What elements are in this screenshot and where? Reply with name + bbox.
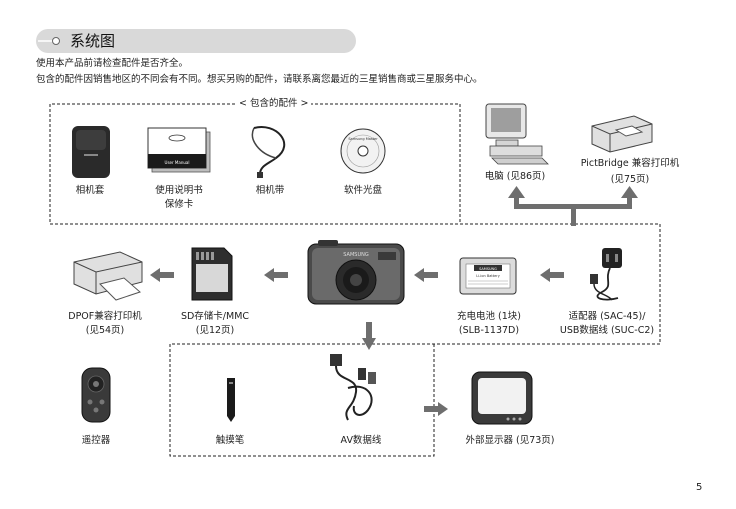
arrow-left-1 [150, 268, 174, 282]
remote-label: 遥控器 [81, 435, 111, 446]
arrow-left-2 [264, 268, 288, 282]
strap-label: 相机带 [255, 185, 285, 196]
battery-label-2: (SLB-1137D) [458, 325, 520, 336]
pc-label: 电脑 (见86页) [484, 171, 546, 182]
camera-brand: SAMSUNG [343, 252, 369, 258]
monitor-icon [471, 371, 533, 425]
pictbridge-label: PictBridge 兼容打印机 [580, 158, 680, 169]
page-number: 5 [696, 482, 703, 493]
manual-cover-text: User Manual [165, 160, 190, 165]
battery-label: 充电电池 (1块) [457, 311, 521, 322]
sd-label: SD存储卡/MMC [180, 311, 250, 322]
arrow-left-3 [414, 268, 438, 282]
adapter-icon [590, 248, 622, 301]
av-label: AV数据线 [340, 435, 382, 446]
cd-text: Samsung Master [348, 137, 378, 141]
manual-icon: User Manual [147, 127, 211, 173]
remote-icon [81, 367, 111, 423]
dpof-printer-icon [73, 251, 143, 301]
case-label: 相机套 [75, 185, 105, 196]
included-label: < 包含的配件 > [236, 97, 312, 111]
adapter-label-2: USB数据线 (SUC-C2) [559, 325, 655, 336]
arrow-right [424, 402, 448, 416]
warranty-label: 保修卡 [164, 199, 194, 210]
monitor-label: 外部显示器 (见73页) [465, 435, 555, 446]
sd-card-icon [191, 247, 233, 301]
dpof-label-2: (见54页) [85, 325, 125, 336]
stylus-icon [227, 378, 235, 422]
arrow-down [362, 322, 376, 350]
dpof-label: DPOF兼容打印机 [68, 311, 142, 322]
pictbridge-printer-icon [591, 115, 653, 153]
pictbridge-label-2: (见75页) [610, 174, 650, 185]
intro-line-2: 包含的配件因销售地区的不同会有不同。想买另购的配件，请联系离您最近的三星销售商或… [36, 74, 483, 85]
arrow-left-4 [540, 268, 564, 282]
battery-icon: SAMSUNG Li-ion Battery [459, 257, 517, 295]
cd-label: 软件光盘 [343, 185, 382, 196]
strap-icon [251, 125, 286, 178]
cd-icon: Samsung Master [340, 128, 386, 174]
adapter-label: 适配器 (SAC-45)/ [568, 311, 646, 322]
pc-icon [485, 103, 549, 165]
battery-brand: SAMSUNG [479, 267, 497, 271]
camera-icon: SAMSUNG [307, 240, 405, 305]
title-bar [36, 29, 356, 53]
page-title: 系统图 [70, 32, 116, 50]
camera-case-icon [72, 126, 110, 178]
up-branch-arrow [508, 186, 638, 226]
manual-label: 使用说明书 [155, 185, 203, 196]
sd-label-2: (见12页) [195, 325, 235, 336]
battery-text: Li-ion Battery [476, 274, 500, 278]
intro-line-1: 使用本产品前请检查配件是否齐全。 [36, 58, 189, 69]
title-knob-icon [38, 37, 60, 45]
av-cable-icon [330, 354, 376, 421]
stylus-label: 触摸笔 [215, 435, 245, 446]
